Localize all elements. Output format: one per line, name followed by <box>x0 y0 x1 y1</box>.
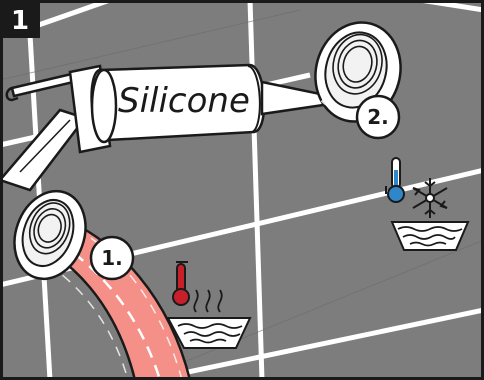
cold-water-symbol <box>385 157 470 251</box>
cartridge-label: Silicone <box>118 81 250 121</box>
cartridge-tube <box>90 63 266 142</box>
hot-water-symbol <box>166 261 252 349</box>
hot-water-basin-icon <box>166 289 252 349</box>
thermometer-blue-icon <box>385 157 405 203</box>
hot-pipe-centerline <box>39 230 162 380</box>
silicone-cartridge-gun: Silicone <box>0 63 332 192</box>
step-1-badge: 1. <box>89 235 135 281</box>
step-1-label: 1. <box>101 246 123 270</box>
step-2-badge: 2. <box>355 94 401 140</box>
panel-number: 1 <box>11 6 29 36</box>
snowflake-icon <box>412 178 448 218</box>
wall-fitting-1 <box>13 189 87 281</box>
panel-number-badge: 1 <box>0 0 40 38</box>
cold-water-basin-icon <box>390 221 470 251</box>
thermometer-red-icon <box>172 261 190 306</box>
step-2-label: 2. <box>367 105 389 129</box>
